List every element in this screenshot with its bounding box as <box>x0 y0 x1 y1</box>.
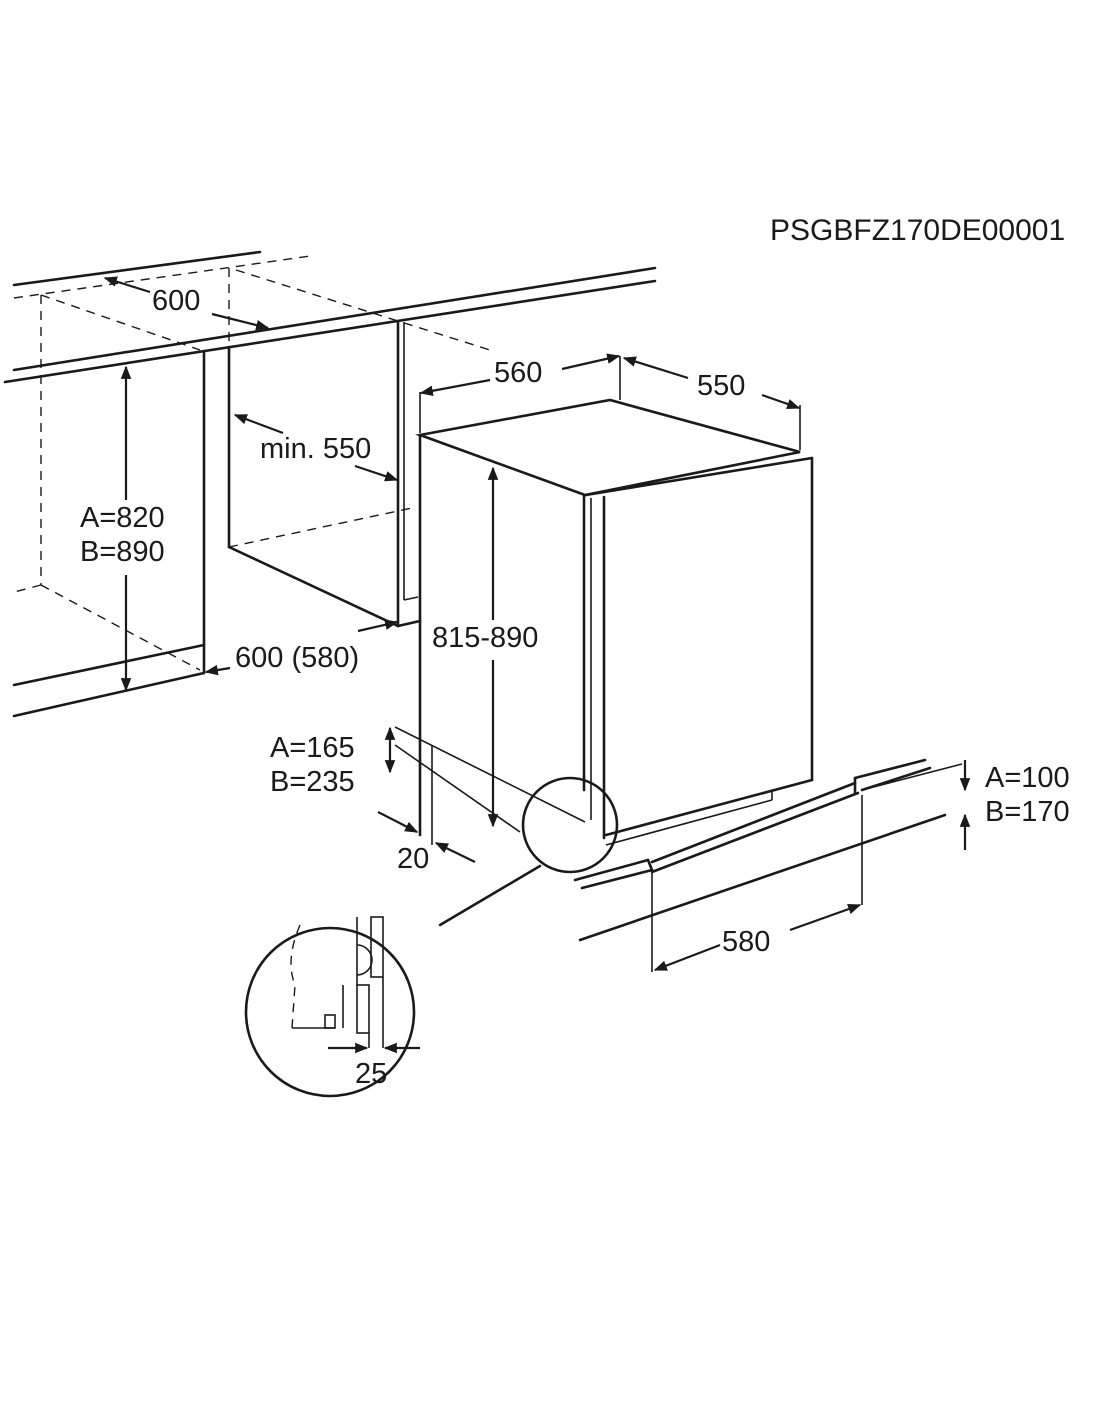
label-cabinet-width: 600 <box>152 285 200 317</box>
drawing-code: PSGBFZ170DE00001 <box>770 214 1065 247</box>
label-cabinet-height-b: B=890 <box>80 536 165 568</box>
appliance-body <box>394 398 814 846</box>
label-plinth-board-a: A=100 <box>985 762 1070 794</box>
dimension-lines <box>103 276 971 1054</box>
detail-magnifier <box>244 776 619 1098</box>
label-niche-depth: min. 550 <box>260 433 371 465</box>
label-appliance-height: 815-890 <box>432 622 538 654</box>
label-plinth-height-b: B=235 <box>270 766 355 798</box>
label-plinth-recess: 20 <box>397 843 429 875</box>
label-worktop-depth: 600 (580) <box>235 642 359 674</box>
label-appliance-width: 560 <box>494 357 542 389</box>
label-appliance-depth: 550 <box>697 370 745 402</box>
label-plinth-width: 580 <box>722 926 770 958</box>
label-plinth-board-b: B=170 <box>985 796 1070 828</box>
label-cabinet-height-a: A=820 <box>80 502 165 534</box>
label-plinth-height-a: A=165 <box>270 732 355 764</box>
plinth-board <box>573 758 963 972</box>
label-door-gap: 25 <box>355 1058 387 1090</box>
